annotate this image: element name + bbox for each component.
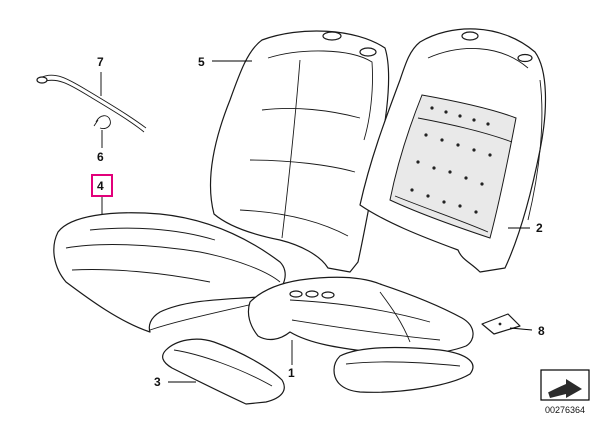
callout-8[interactable]: 8 xyxy=(538,324,545,338)
leader-lines xyxy=(100,60,533,383)
seat-frame xyxy=(247,276,474,393)
callout-1-label: 1 xyxy=(288,366,295,380)
backrest-cover xyxy=(209,30,390,273)
callout-7[interactable]: 7 xyxy=(97,55,104,69)
cable xyxy=(36,74,147,133)
seat-cushion-cover xyxy=(53,212,286,333)
callout-7-label: 7 xyxy=(97,55,104,69)
diagram-number: 00276364 xyxy=(545,405,585,415)
callout-4-label: 4 xyxy=(97,179,104,193)
callout-6-label: 6 xyxy=(97,150,104,164)
callout-4-highlight-box xyxy=(91,174,113,197)
arrow-icon[interactable] xyxy=(540,369,590,401)
callout-2[interactable]: 2 xyxy=(536,221,543,235)
callout-5-label: 5 xyxy=(198,55,205,69)
callout-8-label: 8 xyxy=(538,324,545,338)
callout-5[interactable]: 5 xyxy=(198,55,205,69)
callout-6[interactable]: 6 xyxy=(97,150,104,164)
callout-3-label: 3 xyxy=(154,375,161,389)
callout-3[interactable]: 3 xyxy=(154,375,161,389)
callout-1[interactable]: 1 xyxy=(288,366,295,380)
clip xyxy=(93,115,111,129)
bracket xyxy=(481,313,521,335)
cushion-pad xyxy=(162,338,285,405)
callout-4[interactable]: 4 xyxy=(91,174,113,197)
backrest-frame xyxy=(359,28,547,273)
callout-2-label: 2 xyxy=(536,221,543,235)
backrest-rivet-holes xyxy=(410,106,492,214)
